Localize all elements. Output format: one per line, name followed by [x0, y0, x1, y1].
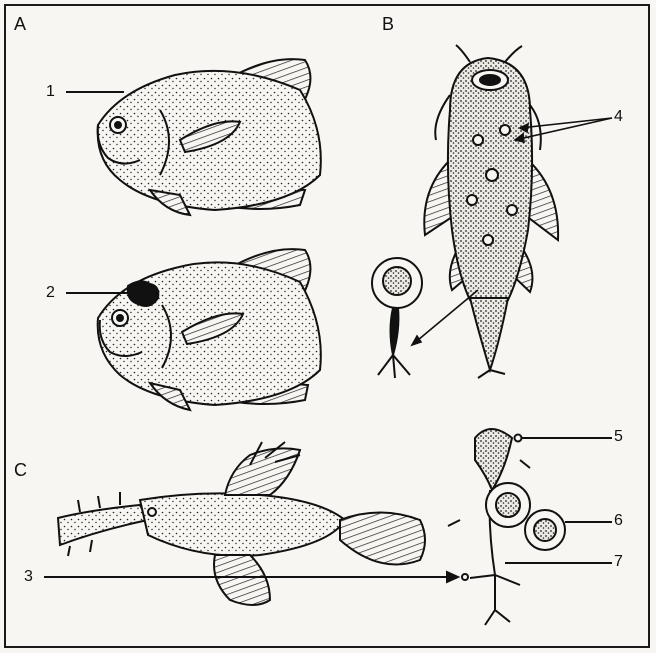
panel-label-c: C — [14, 460, 27, 481]
callout-6: 6 — [614, 512, 623, 530]
parasite-cluster-c — [448, 429, 565, 625]
pipefish-c — [58, 442, 425, 605]
panel-label-b: B — [382, 14, 394, 35]
catfish-b — [424, 45, 558, 378]
callout-1: 1 — [46, 83, 55, 101]
callout-7: 7 — [614, 553, 623, 571]
callout-5: 5 — [614, 428, 623, 446]
callout-2: 2 — [46, 284, 55, 302]
fish-a2 — [98, 249, 321, 410]
callout-3: 3 — [24, 568, 33, 586]
arrow-b — [412, 290, 478, 345]
fish-a1 — [98, 59, 321, 215]
panel-label-a: A — [14, 14, 26, 35]
callout-4: 4 — [614, 108, 623, 126]
parasite-stalk-b — [372, 258, 422, 378]
